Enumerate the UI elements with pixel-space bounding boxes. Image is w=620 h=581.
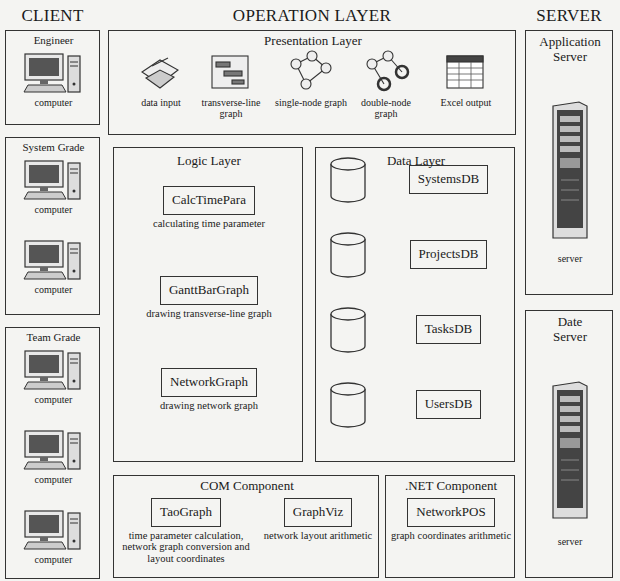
layer-panel: CalcTimePara calculating time parameterGa… <box>113 147 303 462</box>
icon-caption: double-node graph <box>350 97 422 119</box>
client-box: Team Grade computer computer computer <box>5 327 100 579</box>
icon-caption: computer <box>6 474 101 485</box>
icon-caption: computer <box>6 554 101 565</box>
module-caption: calculating time parameter <box>119 218 299 230</box>
module-box: CalcTimePara calculating time parameter <box>119 186 299 229</box>
client-box: Engineer computer <box>5 30 100 125</box>
module-box: SystemsDB <box>386 165 511 194</box>
module-name: TaoGraph <box>151 498 221 527</box>
panel-heading: .NET Component <box>386 479 516 494</box>
module-name: NetworkPOS <box>407 498 494 527</box>
module-name: CalcTimePara <box>163 186 255 215</box>
icon-caption: Excel output <box>430 97 502 108</box>
client-box: System Grade computer computer <box>5 137 100 315</box>
layer-panel: SystemsDB ProjectsDB TasksDB UsersDB Data La… <box>315 147 515 462</box>
module-name: TasksDB <box>416 315 481 344</box>
icon-caption: computer <box>6 284 101 295</box>
component-panel: NetworkPOS graph coordinates arithmetic .N… <box>385 475 515 578</box>
module-box: NetworkGraph drawing network graph <box>119 368 299 411</box>
panel-heading: Logic Layer <box>114 154 304 169</box>
panel-heading: Team Grade <box>6 331 101 343</box>
icon-caption: computer <box>6 97 101 108</box>
panel-heading: Date Server <box>540 315 600 344</box>
column-heading: SERVER <box>518 6 620 26</box>
icon-caption: computer <box>6 394 101 405</box>
panel-heading: Presentation Layer <box>109 34 517 49</box>
component-panel: TaoGraph time parameter calculation, netw… <box>113 475 379 578</box>
module-name: UsersDB <box>416 390 482 419</box>
panel-heading: Data Layer <box>316 154 516 169</box>
module-name: GanttBarGraph <box>160 276 258 305</box>
panel-heading: Engineer <box>6 34 101 46</box>
icon-caption: single-node graph <box>275 97 347 108</box>
module-box: UsersDB <box>386 390 511 419</box>
panel-heading: System Grade <box>6 141 101 153</box>
icon-caption: server <box>526 536 614 547</box>
icon-caption: server <box>526 253 614 264</box>
module-box: NetworkPOS graph coordinates arithmetic <box>390 498 512 541</box>
server-box: Date Server server <box>525 310 613 578</box>
module-box: TaoGraph time parameter calculation, netw… <box>116 498 256 565</box>
module-name: ProjectsDB <box>410 240 488 269</box>
module-box: GraphViz network layout arithmetic <box>260 498 376 541</box>
module-name: GraphViz <box>284 498 352 527</box>
icon-caption: data input <box>125 97 197 108</box>
module-name: SystemsDB <box>409 165 488 194</box>
module-caption: time parameter calculation, network grap… <box>116 530 256 565</box>
icon-caption: computer <box>6 204 101 215</box>
module-caption: network layout arithmetic <box>260 530 376 542</box>
column-heading: OPERATION LAYER <box>108 6 516 26</box>
panel-heading: COM Component <box>114 479 380 494</box>
module-name: NetworkGraph <box>161 368 257 397</box>
server-box: Application Server server <box>525 30 613 295</box>
column-heading: CLIENT <box>0 6 105 26</box>
icon-caption: transverse-line graph <box>195 97 267 119</box>
panel-heading: Application Server <box>530 35 610 64</box>
module-caption: drawing network graph <box>119 400 299 412</box>
module-box: TasksDB <box>386 315 511 344</box>
layer-panel: Presentation Layer data inputtransverse-l… <box>108 30 516 135</box>
module-caption: graph coordinates arithmetic <box>390 530 512 542</box>
module-box: ProjectsDB <box>386 240 511 269</box>
module-caption: drawing transverse-line graph <box>119 308 299 320</box>
module-box: GanttBarGraph drawing transverse-line gra… <box>119 276 299 319</box>
